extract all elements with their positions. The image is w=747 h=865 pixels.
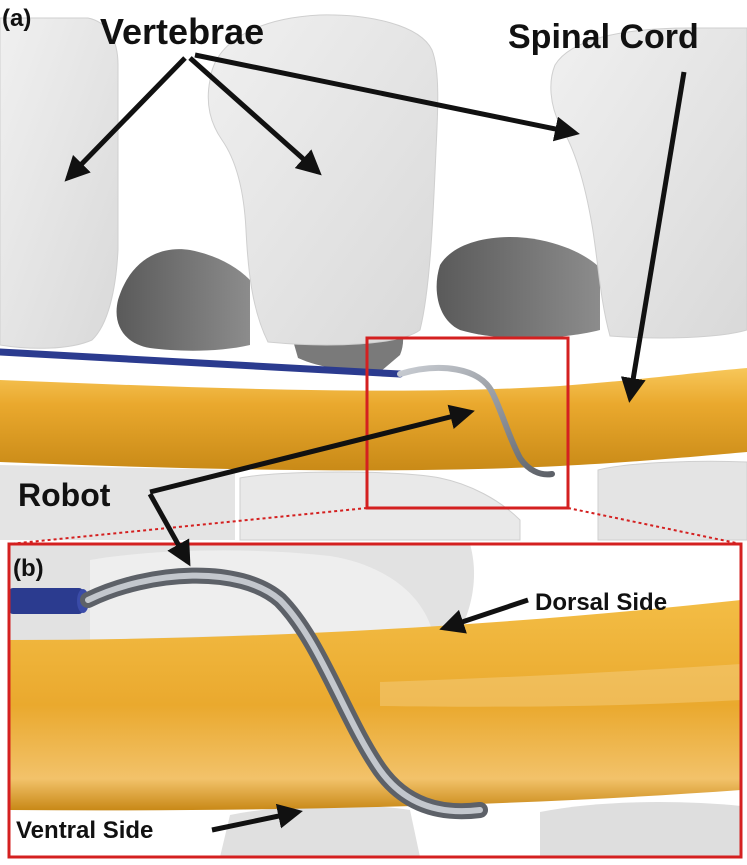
label-spinal-cord: Spinal Cord [508,18,699,56]
zoom-panel-frame [7,542,743,859]
arrow-robot-a [149,404,475,495]
vertebra-lower-2 [239,471,521,541]
vertebra-body-2 [207,14,439,346]
arrow-spinal-cord [620,71,687,403]
annotation-arrows [64,52,687,833]
panel-label-b: (b) [13,555,44,582]
robot-a [397,365,555,478]
vertebra-b-lower-right [540,802,741,857]
arrow-vertebrae-2 [188,56,322,176]
vertebra-body-1 [0,17,119,349]
panel-b [7,542,743,859]
label-dorsal-side: Dorsal Side [535,589,667,616]
catheter [0,348,404,378]
vertebra-b-lower [220,805,420,857]
label-robot: Robot [18,477,111,513]
panel-label-a: (a) [2,5,31,32]
label-ventral-side: Ventral Side [16,817,153,844]
arrow-ventral [211,803,303,833]
vertebra-shadow-2 [436,237,600,339]
spinal-cord [0,368,747,471]
catheter-b [9,588,83,614]
arrow-vertebrae-1 [64,56,187,182]
label-vertebrae: Vertebrae [100,11,264,52]
zoom-box [365,336,570,510]
panel-a [0,14,747,545]
spinal-cord-b [9,600,741,811]
arrow-vertebrae-3 [194,52,580,142]
vertebra-shadow-1 [116,249,251,351]
arrow-robot-b [147,492,191,567]
arrow-dorsal [439,597,529,634]
vertebra-lower-3 [597,460,747,541]
